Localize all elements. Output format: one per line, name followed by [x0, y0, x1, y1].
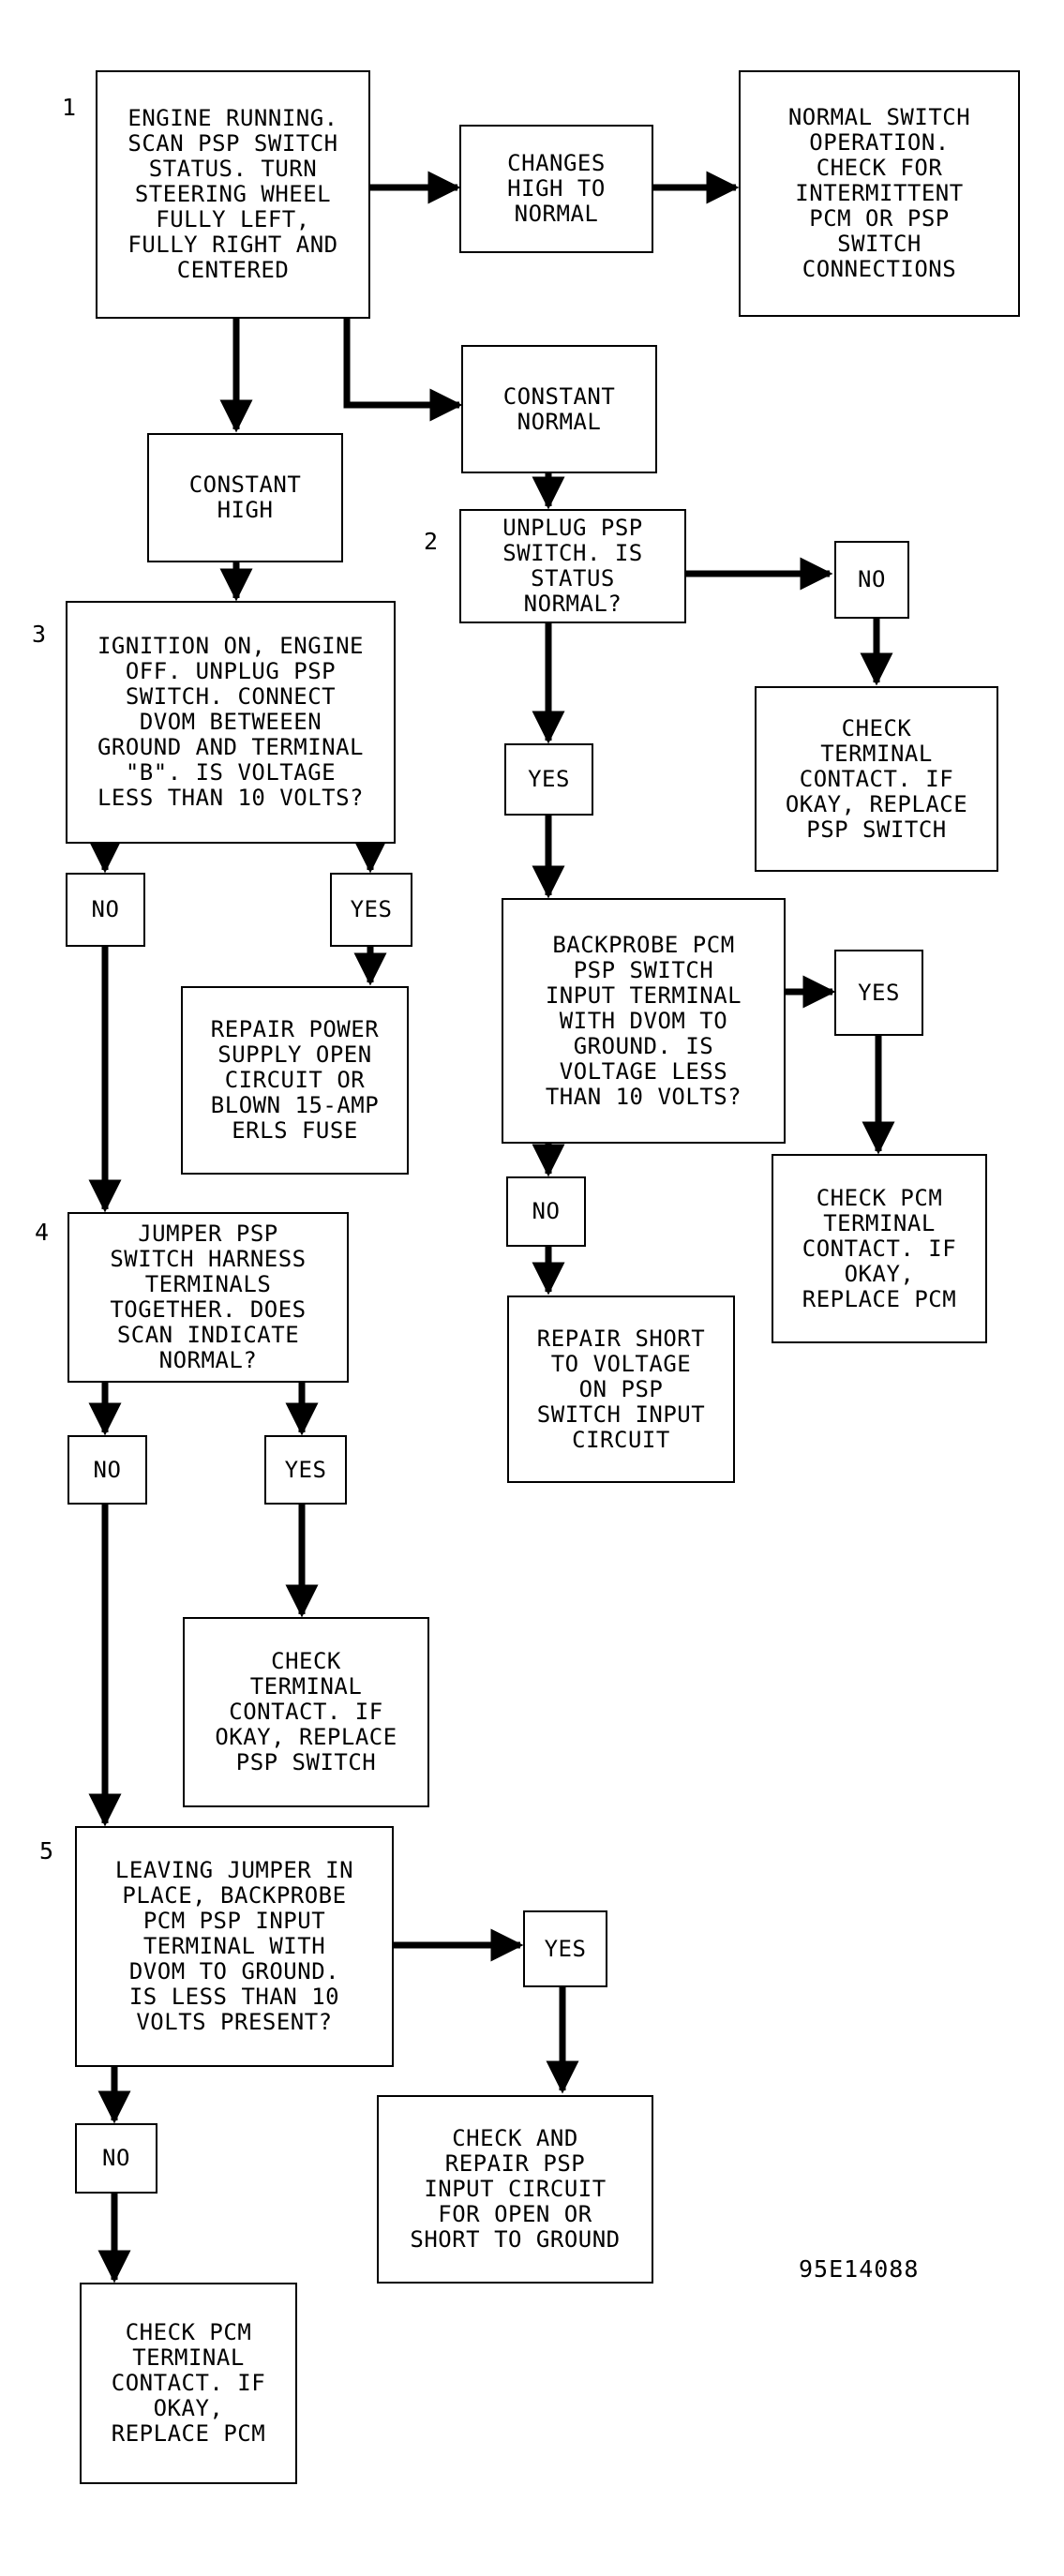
backprobe-box: BACKPROBE PCM PSP SWITCH INPUT TERMINAL … [502, 898, 786, 1144]
figure-code: 95E14088 [799, 2255, 920, 2283]
step-5-box: LEAVING JUMPER IN PLACE, BACKPROBE PCM P… [75, 1826, 394, 2067]
backprobe-no-action-box: REPAIR SHORT TO VOLTAGE ON PSP SWITCH IN… [507, 1295, 735, 1483]
step-number-1: 1 [62, 94, 77, 121]
constant-normal-box: CONSTANT NORMAL [461, 345, 657, 473]
changes-high-to-normal-box: CHANGES HIGH TO NORMAL [459, 125, 653, 253]
step-2-box: UNPLUG PSP SWITCH. IS STATUS NORMAL? [459, 509, 686, 623]
backprobe-yes-action-box: CHECK PCM TERMINAL CONTACT. IF OKAY, REP… [772, 1154, 987, 1343]
normal-switch-operation-box: NORMAL SWITCH OPERATION. CHECK FOR INTER… [739, 70, 1020, 317]
step-4-yes-action-box: CHECK TERMINAL CONTACT. IF OKAY, REPLACE… [183, 1617, 429, 1807]
step-5-no-box: NO [75, 2123, 157, 2194]
step-4-no-box: NO [67, 1435, 147, 1505]
backprobe-no-box: NO [506, 1176, 586, 1247]
step-number-2: 2 [424, 528, 439, 555]
step-3-no-box: NO [66, 873, 145, 947]
step-number-5: 5 [39, 1837, 54, 1865]
step-2-no-action-box: CHECK TERMINAL CONTACT. IF OKAY, REPLACE… [755, 686, 998, 872]
step-2-no-box: NO [834, 541, 909, 619]
arrow-n1-const-normal [343, 319, 463, 422]
step-5-no-action-box: CHECK PCM TERMINAL CONTACT. IF OKAY, REP… [80, 2283, 297, 2484]
step-3-yes-box: YES [330, 873, 412, 947]
step-3-box: IGNITION ON, ENGINE OFF. UNPLUG PSP SWIT… [66, 601, 396, 844]
step-5-yes-action-box: CHECK AND REPAIR PSP INPUT CIRCUIT FOR O… [377, 2095, 653, 2284]
step-1-box: ENGINE RUNNING. SCAN PSP SWITCH STATUS. … [96, 70, 370, 319]
backprobe-yes-box: YES [834, 950, 923, 1036]
step-4-yes-box: YES [264, 1435, 347, 1505]
step-2-yes-box: YES [504, 743, 593, 816]
step-number-3: 3 [32, 621, 47, 648]
step-4-box: JUMPER PSP SWITCH HARNESS TERMINALS TOGE… [67, 1212, 349, 1383]
step-3-yes-action-box: REPAIR POWER SUPPLY OPEN CIRCUIT OR BLOW… [181, 986, 409, 1175]
constant-high-box: CONSTANT HIGH [147, 433, 343, 562]
step-number-4: 4 [35, 1219, 50, 1246]
step-5-yes-box: YES [523, 1910, 607, 1987]
